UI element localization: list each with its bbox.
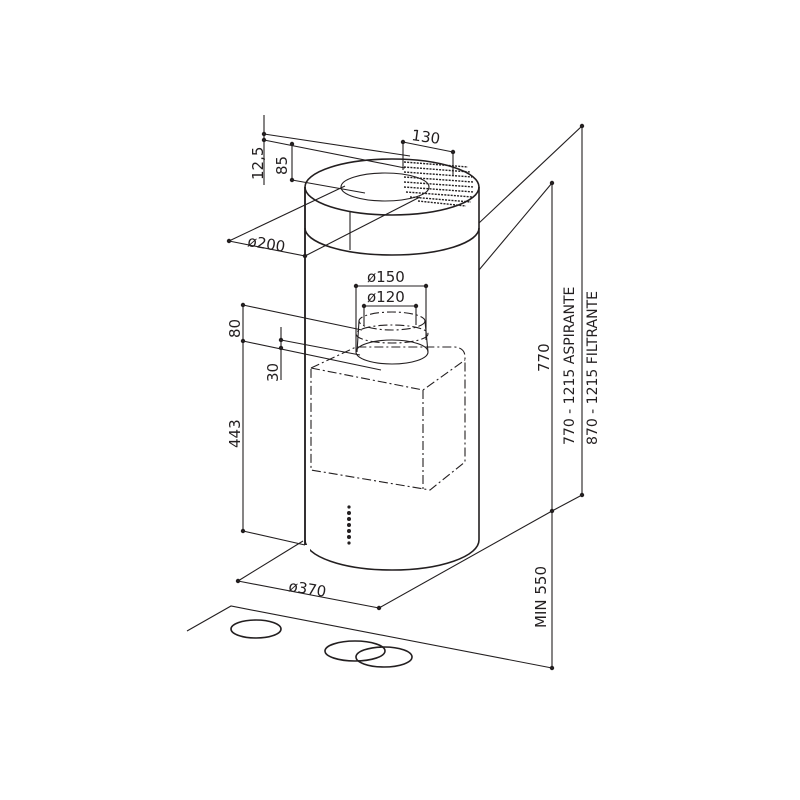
label-top-diameter: ø200 [246,232,286,256]
burner-2 [324,640,386,662]
label-chimney-height: 770 [535,343,553,372]
cooktop-outline [186,605,553,669]
cooktop [186,605,553,669]
label-top-offset: 12,5 [249,147,267,180]
label-outlet-inner: ø120 [367,288,405,306]
label-range-aspirante: 770 - 1215 ASPIRANTE [562,287,578,445]
grille-pattern [403,161,475,207]
label-body-height: 443 [226,419,244,448]
label-outlet-outer: ø150 [367,268,405,286]
internal-motor [310,311,466,491]
body-bottom-arc [304,539,480,571]
hood-body [300,158,480,645]
dimension-lines [226,115,585,671]
label-outlet-height: 80 [226,319,244,338]
label-grille-width: 130 [410,126,441,148]
control-buttons [347,505,351,545]
label-collar-height: 85 [273,156,291,175]
label-min-clearance: MIN 550 [532,566,550,628]
burner-1 [230,619,282,639]
label-body-diameter: ø370 [287,577,327,601]
label-motor-offset: 30 [264,363,282,382]
collar-opening-ellipse [340,172,430,202]
label-range-filtrante: 870 - 1215 FILTRANTE [585,291,601,445]
dimension-labels: 12,5 85 130 ø200 ø150 ø120 80 30 443 ø37… [226,126,601,628]
burner-3 [355,646,413,668]
collar-seam [304,227,480,256]
